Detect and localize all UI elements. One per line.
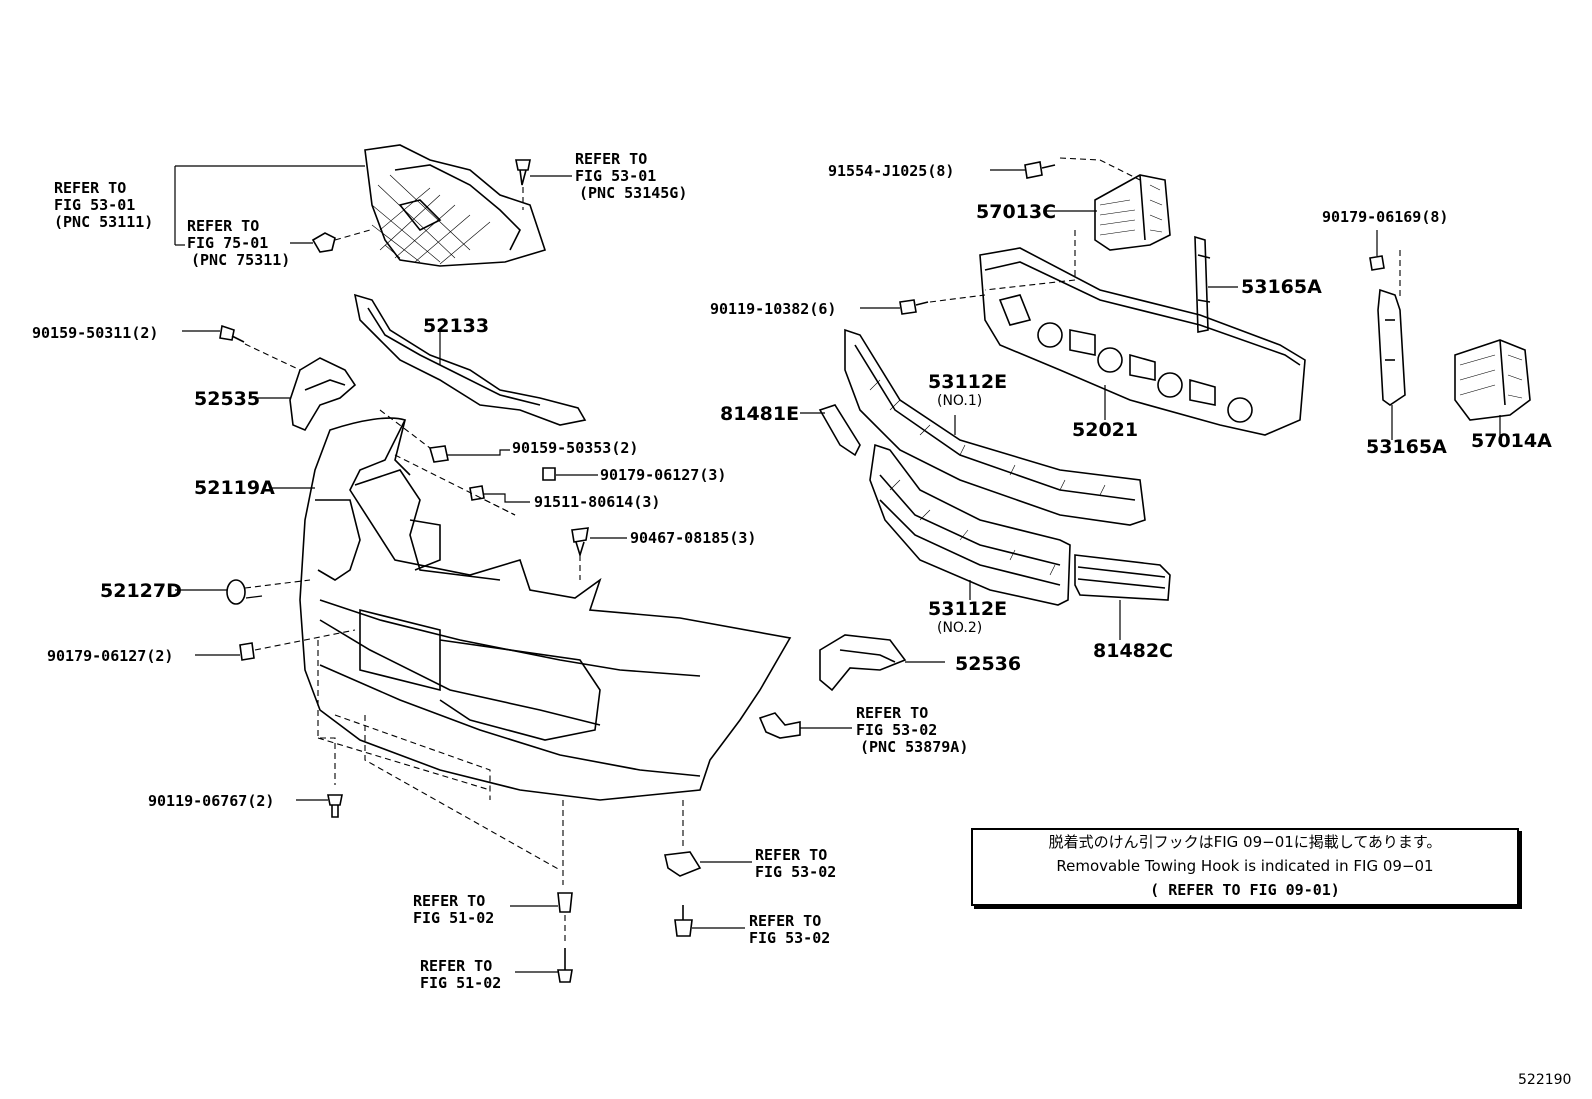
label-81481e: 81481E [720, 403, 799, 425]
bracket-53165a-top-drawing [1194, 235, 1238, 333]
ref-5302-b-l2: FIG 53-02 [749, 929, 830, 947]
label-91554-j1025: 91554-J1025(8) [828, 162, 954, 180]
nut-90179-06127-2-drawing [195, 629, 356, 661]
upper-grille-drawing [364, 144, 547, 267]
bolt-90119-10382-drawing [860, 294, 986, 315]
ref-53145g-l1: REFER TO [575, 150, 647, 168]
screws-51-02-drawing [510, 800, 573, 983]
ref-53111-l2: FIG 53-01 [54, 196, 135, 214]
ref-53879a-l3: (PNC 53879A) [860, 738, 968, 756]
ref-5302-a-l1: REFER TO [755, 846, 827, 864]
bracket-52536-drawing [819, 634, 945, 692]
ref-53879a-l2: FIG 53-02 [856, 721, 937, 739]
label-90467-08185: 90467-08185(3) [630, 529, 756, 547]
label-90159-50353: 90159-50353(2) [512, 439, 638, 457]
ref-5102-a-l1: REFER TO [413, 892, 485, 910]
label-90179-06169: 90179-06169(8) [1322, 208, 1448, 226]
screw-53145g-drawing [515, 159, 572, 210]
label-90119-10382: 90119-10382(6) [710, 300, 836, 318]
ref-53145g-l2: FIG 53-01 [575, 167, 656, 185]
ref-53879a-l1: REFER TO [856, 704, 928, 722]
label-53112e-no2-sub: (NO.2) [937, 620, 982, 636]
bolt-90159-50353-drawing [379, 409, 510, 463]
ref-53145g-l3: (PNC 53145G) [579, 184, 687, 202]
bolt-91554-j1025-drawing [990, 157, 1141, 181]
note-line-english: Removable Towing Hook is indicated in FI… [1056, 857, 1434, 875]
ref-53111-l3: (PNC 53111) [54, 213, 153, 231]
label-81482c: 81482C [1093, 640, 1173, 662]
absorber-57013c-drawing [984, 174, 1171, 291]
label-57014a: 57014A [1471, 430, 1552, 452]
label-90119-06767: 90119-06767(2) [148, 792, 274, 810]
bolt-90159-50311-drawing [182, 324, 301, 371]
label-52021: 52021 [1072, 419, 1138, 441]
ref-5102-b-l2: FIG 51-02 [420, 974, 501, 992]
label-52133: 52133 [423, 315, 489, 337]
label-52535: 52535 [194, 388, 260, 410]
label-90159-50311: 90159-50311(2) [32, 324, 158, 342]
ref-5302-b-l1: REFER TO [749, 912, 821, 930]
cap-52127d-drawing [175, 579, 311, 605]
label-53112e-no1: 53112E [928, 371, 1007, 393]
ref-53111-l1: REFER TO [54, 179, 126, 197]
fasteners-53-02-drawing [664, 800, 752, 937]
figure-code: 522190 [1518, 1072, 1572, 1088]
label-53165a-bottom: 53165A [1366, 436, 1447, 458]
bracket-53165a-right-drawing [1369, 230, 1406, 440]
ref-75311-l1: REFER TO [187, 217, 259, 235]
retainer-52133-drawing [353, 293, 587, 426]
refer-53111-leader [174, 165, 365, 246]
grille-53112e-no1-drawing [844, 328, 1146, 526]
label-53165a-top: 53165A [1241, 276, 1322, 298]
clip-75311-drawing [290, 229, 371, 253]
ref-5302-a-l2: FIG 53-02 [755, 863, 836, 881]
label-53112e-no1-sub: (NO.1) [937, 393, 982, 409]
grille-81482c-drawing [1074, 554, 1171, 640]
nut-90179-06127-3-drawing [542, 467, 598, 481]
bolt-90119-06767-drawing [296, 640, 561, 871]
label-57013c: 57013C [976, 201, 1056, 223]
ref-5102-a-l2: FIG 51-02 [413, 909, 494, 927]
bumper-cover-drawing [272, 417, 792, 801]
molding-81481e-drawing [800, 404, 861, 457]
towing-hook-note: 脱着式のけん引フックはFIG 09−01に掲載してあります。 Removable… [971, 828, 1519, 906]
label-53112e-no2: 53112E [928, 598, 1007, 620]
bracket-52535-drawing [258, 357, 357, 432]
clip-90467-08185-drawing [571, 527, 627, 580]
ref-75311-l3: (PNC 75311) [191, 251, 290, 269]
reinforcement-52021-drawing [979, 247, 1306, 436]
label-52536: 52536 [955, 653, 1021, 675]
clip-53879a-drawing [758, 712, 852, 739]
ref-5102-b-l1: REFER TO [420, 957, 492, 975]
label-52119a: 52119A [194, 477, 275, 499]
label-90179-06127-2: 90179-06127(2) [47, 647, 173, 665]
label-90179-06127-3: 90179-06127(3) [600, 466, 726, 484]
note-line-japanese: 脱着式のけん引フックはFIG 09−01に掲載してあります。 [1048, 833, 1442, 851]
bolt-91511-80614-drawing [394, 454, 530, 516]
grille-53112e-no2-drawing [869, 443, 1071, 606]
label-91511-80614: 91511-80614(3) [534, 493, 660, 511]
ref-75311-l2: FIG 75-01 [187, 234, 268, 252]
label-52127d: 52127D [100, 580, 182, 602]
note-line-refer: ( REFER TO FIG 09-01) [1150, 881, 1340, 899]
absorber-57014a-drawing [1454, 339, 1531, 440]
